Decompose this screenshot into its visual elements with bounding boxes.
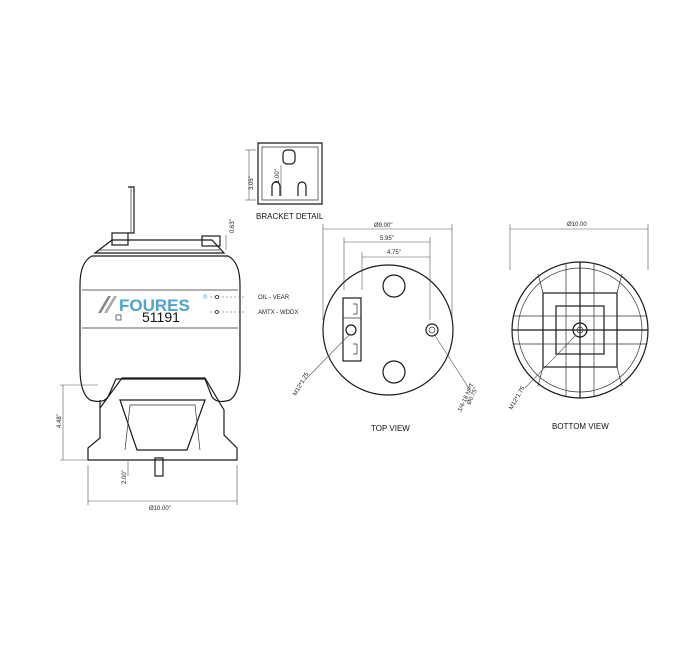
bracket-inner-dim: 1.00" — [275, 169, 281, 183]
part-number: 51191 — [142, 309, 180, 325]
callout-upper: OIL - VEAR — [258, 295, 290, 301]
top-span-1-dim: 5.95" — [380, 236, 394, 242]
top-view-label: TOP VIEW — [371, 424, 410, 433]
base-diameter-dim: Ø10.00" — [149, 506, 171, 512]
top-view: Ø9.00" 5.95" 4.75" M12*1.75 Ø0.75" 1/4-1… — [293, 223, 480, 433]
bracket-height-dim: 3.05" — [249, 176, 255, 190]
foures-logo: FOURES ® — [98, 294, 208, 321]
bracket-offset-dim: 0.63" — [230, 219, 236, 233]
bottom-view-label: BOTTOM VIEW — [552, 422, 609, 431]
bracket-detail-label: BRACKET DETAIL — [256, 212, 324, 221]
top-diameter-dim: Ø9.00" — [374, 223, 392, 229]
registered-mark: ® — [203, 294, 208, 301]
callout-lower: AMTX - WDDX — [258, 310, 298, 316]
height-dim: 4.48" — [57, 414, 63, 428]
brand-name: FOURES — [119, 296, 190, 315]
stud-dim: 2.00" — [122, 470, 128, 484]
bottom-view: Ø10.00 M12*1.75 BOTTOM VIEW — [509, 222, 649, 431]
top-span-2-dim: 4.75" — [387, 250, 401, 256]
bottom-stud-dim: M12*1.75 — [509, 385, 527, 411]
bottom-diameter-dim: Ø10.00 — [567, 222, 587, 228]
side-view: 0.63" OIL - VEAR AMTX - WDDX FOURES ® 51… — [57, 186, 298, 512]
top-stud-dim: M12*1.75 — [293, 371, 311, 397]
bracket-detail: 3.05" 1.00" BRACKET DETAIL — [245, 142, 324, 221]
